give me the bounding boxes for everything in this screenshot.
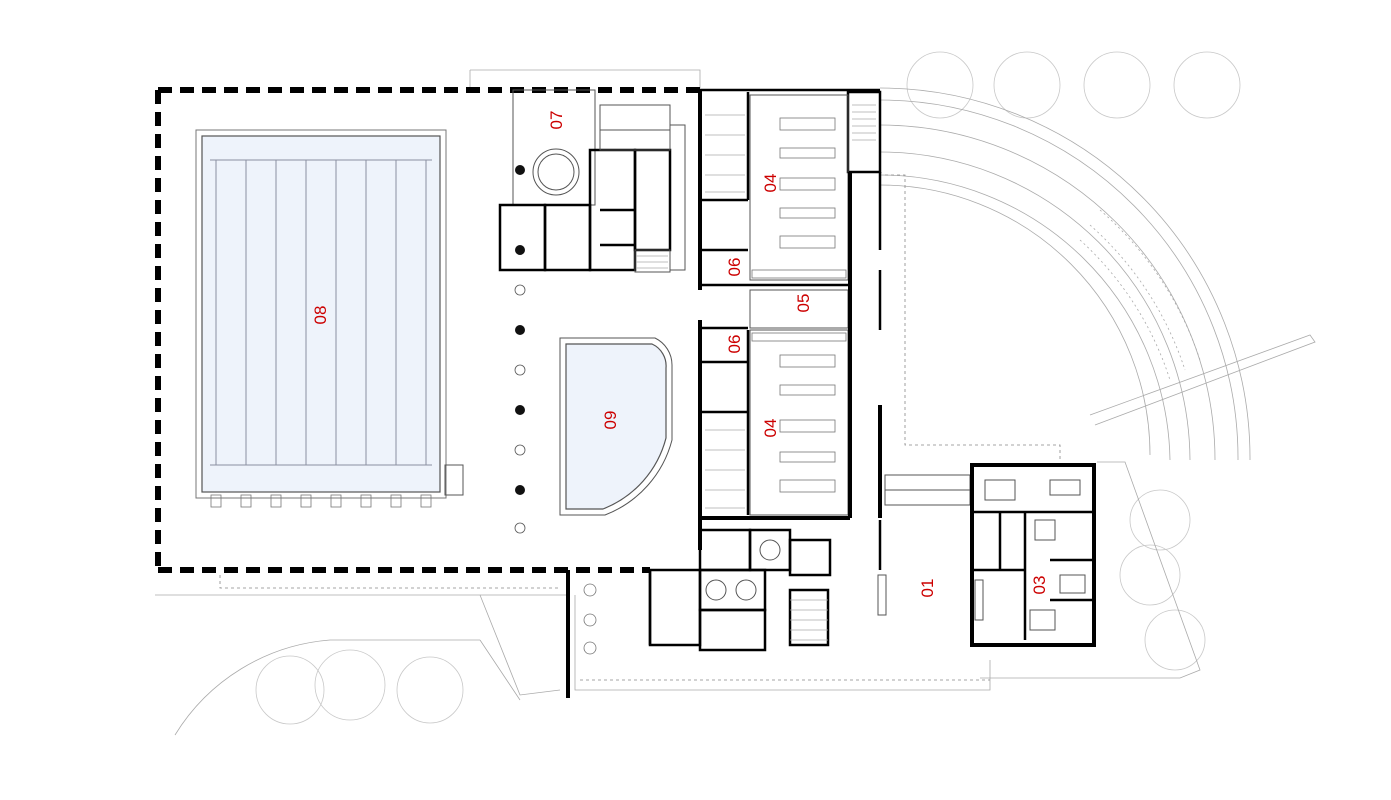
room-label-08: 08: [311, 306, 330, 325]
cafe-tables: [583, 583, 597, 655]
service-block: [648, 528, 832, 652]
benches-north: [751, 117, 847, 279]
pool-lanes: [210, 159, 432, 466]
room-label-04-north: 04: [761, 174, 780, 193]
site-outlines: [155, 69, 1316, 696]
room-labels: 07 08 09 04 06 05 06 04 03 01: [311, 111, 1049, 598]
learner-pool: [559, 337, 673, 516]
benches-south: [751, 332, 847, 493]
room-label-09: 09: [601, 411, 620, 430]
hall-columns: [514, 165, 526, 534]
main-pool: [195, 129, 464, 508]
room-label-03: 03: [1030, 576, 1049, 595]
site-trees: [255, 51, 1241, 725]
stair-south: [790, 599, 828, 641]
room-label-05: 05: [794, 294, 813, 313]
room-label-06-south: 06: [725, 335, 744, 354]
room-label-06-north: 06: [725, 258, 744, 277]
starting-blocks: [210, 494, 432, 508]
changing-wing: [698, 88, 882, 550]
office-block: [970, 463, 1096, 647]
room-label-01: 01: [918, 579, 937, 598]
stair-north: [852, 104, 876, 141]
wellness-block: [498, 89, 686, 273]
main-hall-envelope: [155, 87, 700, 698]
cubicles-north: [705, 114, 745, 193]
room-label-04-south: 04: [761, 419, 780, 438]
room-label-07: 07: [547, 111, 566, 130]
cubicles-south: [705, 429, 745, 509]
